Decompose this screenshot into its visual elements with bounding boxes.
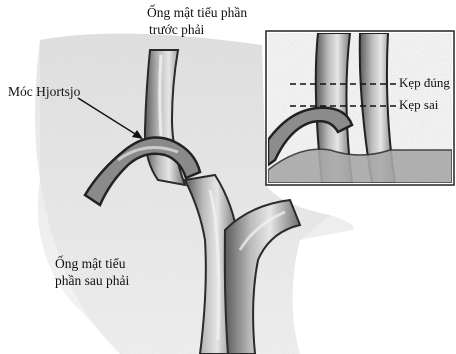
label-right-posterior-duct-line2: phần sau phải <box>55 272 129 289</box>
label-right-anterior-duct-line1: Ống mật tiểu phần <box>147 4 247 21</box>
label-right-anterior-duct: Ống mật tiểu phần trước phải <box>147 4 247 38</box>
label-correct-clip: Kẹp đúng <box>399 74 450 91</box>
label-right-anterior-duct-line2: trước phải <box>147 21 247 38</box>
label-right-posterior-duct: Ống mật tiểu phần sau phải <box>55 255 129 289</box>
label-hjortsjo-hook: Móc Hjortsjo <box>8 83 80 100</box>
label-right-posterior-duct-line1: Ống mật tiểu <box>55 255 129 272</box>
label-wrong-clip: Kẹp sai <box>399 96 438 113</box>
